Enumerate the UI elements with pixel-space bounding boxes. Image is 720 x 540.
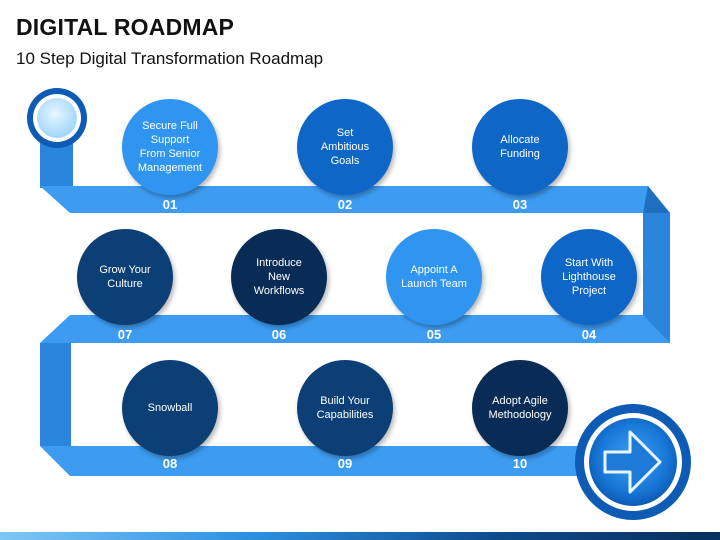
road-right-fold-top: [643, 186, 670, 213]
step-08-circle: Snowball: [122, 360, 218, 456]
road-left-connector: [40, 343, 71, 446]
footer-bar: [0, 532, 720, 540]
page-subtitle: 10 Step Digital Transformation Roadmap: [16, 49, 324, 68]
step-10-number: 10: [512, 456, 528, 471]
step-05-number: 05: [426, 327, 442, 342]
step-06-number: 06: [271, 327, 287, 342]
start-ring-icon: [27, 88, 87, 148]
arrow-right-icon: [575, 404, 691, 520]
step-07-number: 07: [117, 327, 133, 342]
step-04-number: 04: [581, 327, 597, 342]
step-08-number: 08: [162, 456, 178, 471]
step-08-label: Snowball: [147, 402, 193, 414]
step-09-number: 09: [337, 456, 353, 471]
step-02-number: 02: [337, 197, 353, 212]
step-01-number: 01: [162, 197, 178, 212]
road-row-2: [40, 315, 670, 343]
page-title: DIGITAL ROADMAP: [16, 14, 235, 40]
step-03-number: 03: [512, 197, 528, 212]
